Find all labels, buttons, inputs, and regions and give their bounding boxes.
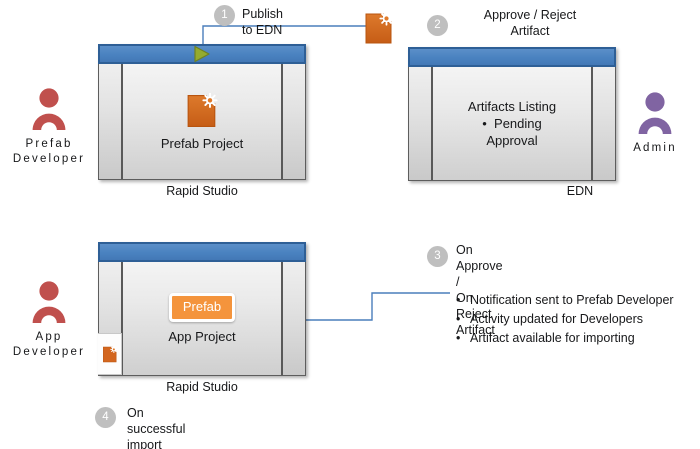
step-4-number: 4 xyxy=(95,407,116,428)
window-app-project-caption: Rapid Studio xyxy=(166,380,238,394)
artifacts-listing-item-0: • Pending xyxy=(468,115,556,132)
actor-admin: Admin xyxy=(609,88,700,156)
step-2-number: 2 xyxy=(427,15,448,36)
step-3-text: On Approve / On Reject Artifact xyxy=(456,243,503,337)
actor-glow xyxy=(3,277,95,329)
list-item: • Activity updated for Developers xyxy=(456,310,694,329)
play-triangle-icon[interactable] xyxy=(193,45,211,63)
window-app-project-left-pane[interactable] xyxy=(98,262,123,375)
artifacts-listing: Artifacts Listing • Pending Approval xyxy=(468,98,556,149)
actor-prefab-developer: Prefab Developer xyxy=(3,84,95,167)
window-app-project-label: App Project xyxy=(168,329,236,344)
step-4-text: On successful import prefab available fo… xyxy=(127,406,186,449)
actor-app-developer: App Developer xyxy=(3,277,95,360)
listing-bullet-dot: • xyxy=(482,116,495,131)
artifact-document-icon xyxy=(187,92,218,127)
artifacts-listing-title: Artifacts Listing xyxy=(467,99,557,114)
window-prefab-project-left-pane[interactable] xyxy=(99,64,123,179)
window-edn-titlebar[interactable] xyxy=(408,47,616,67)
step-3-number: 3 xyxy=(427,246,448,267)
outcome-bullet-list: • Notification sent to Prefab Developer … xyxy=(456,291,694,348)
actor-prefab-developer-label-2: Developer xyxy=(12,153,86,165)
bullet-dot-icon: • xyxy=(456,293,461,307)
list-item: • Notification sent to Prefab Developer xyxy=(456,291,694,310)
window-edn-caption: EDN xyxy=(566,184,594,198)
window-app-project-center-pane[interactable]: Prefab App Project xyxy=(123,262,281,375)
window-app-project-right-pane[interactable] xyxy=(281,262,305,375)
docked-artifact-tile[interactable] xyxy=(98,333,122,375)
list-item: • Artifact available for importing xyxy=(456,329,694,348)
person-icon xyxy=(32,281,66,323)
window-app-project-titlebar[interactable] xyxy=(98,242,306,262)
prefab-chip[interactable]: Prefab xyxy=(168,293,236,322)
bullet-dot-icon: • xyxy=(456,312,461,326)
artifact-document-icon xyxy=(365,12,394,44)
window-edn-body: Artifacts Listing • Pending Approval xyxy=(408,67,616,181)
actor-app-developer-label-1: App xyxy=(35,331,63,343)
window-prefab-project-right-pane[interactable] xyxy=(281,64,305,179)
person-icon xyxy=(638,92,672,134)
actor-admin-label: Admin xyxy=(633,142,677,154)
actor-app-developer-label-2: Developer xyxy=(12,346,86,358)
window-prefab-project[interactable]: Prefab Project xyxy=(98,44,306,180)
window-prefab-project-label: Prefab Project xyxy=(160,135,244,151)
listing-item-text: Pending xyxy=(494,116,542,131)
window-prefab-project-body: Prefab Project xyxy=(98,64,306,180)
actor-glow xyxy=(609,88,700,140)
person-icon xyxy=(32,88,66,130)
artifact-document-icon xyxy=(102,345,117,362)
bullet-dot-icon: • xyxy=(456,331,461,345)
window-edn[interactable]: Artifacts Listing • Pending Approval xyxy=(408,47,616,181)
window-prefab-project-titlebar[interactable] xyxy=(98,44,306,64)
window-app-project[interactable]: Prefab App Project xyxy=(98,242,306,376)
actor-prefab-developer-label-1: Prefab xyxy=(25,138,73,150)
window-edn-left-pane[interactable] xyxy=(409,67,433,180)
window-edn-right-pane[interactable] xyxy=(591,67,615,180)
step-2-text: Approve / Reject Artifact xyxy=(483,8,577,38)
outcome-bullet-2: Artifact available for importing xyxy=(470,331,635,345)
outcome-bullet-0: Notification sent to Prefab Developer xyxy=(470,293,674,307)
window-prefab-project-caption: Rapid Studio xyxy=(166,184,238,198)
published-artifact-icon xyxy=(364,12,394,45)
window-app-project-body: Prefab App Project xyxy=(98,262,306,376)
artifacts-listing-item-1: Approval xyxy=(486,133,538,148)
window-edn-center-pane[interactable]: Artifacts Listing • Pending Approval xyxy=(433,67,591,180)
step-1-text: Publish to EDN xyxy=(242,7,283,37)
window-prefab-project-center-pane[interactable]: Prefab Project xyxy=(123,64,281,179)
actor-glow xyxy=(3,84,95,136)
outcome-bullet-1: Activity updated for Developers xyxy=(470,312,644,326)
step-1-number: 1 xyxy=(214,5,235,26)
